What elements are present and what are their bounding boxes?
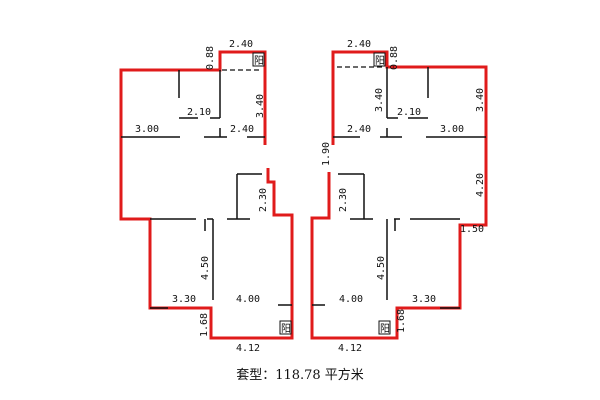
right-dim-4.00: 4.00 <box>339 294 363 305</box>
right-dim-1.50: 1.50 <box>460 224 484 235</box>
right-dim-0.88: 0.88 <box>389 46 400 70</box>
left-balcony-top-label: 阳 <box>254 55 264 67</box>
left-dim-4.50: 4.50 <box>200 256 211 280</box>
left-dim-3.00: 3.00 <box>135 124 159 135</box>
left-dim-2.40-top: 2.40 <box>229 39 253 50</box>
right-dim-4.20: 4.20 <box>475 173 486 197</box>
right-balcony-top-label: 阳 <box>375 55 385 67</box>
left-unit: 阳 阳 0.88 2.40 3.40 2.10 3.00 2.40 2.30 4… <box>119 39 294 354</box>
right-unit: 阳 阳 2.40 0.88 3.40 2.10 3.40 1.90 2.40 3… <box>310 39 488 354</box>
left-balcony-bottom-label: 阳 <box>281 323 291 335</box>
right-dim-2.40-mid: 2.40 <box>347 124 371 135</box>
right-interior-walls <box>312 67 486 309</box>
right-dim-3.40-left: 3.40 <box>374 88 385 112</box>
left-dim-2.30: 2.30 <box>258 188 269 212</box>
right-dim-3.40-right: 3.40 <box>475 88 486 112</box>
left-outline <box>119 50 294 340</box>
right-dim-4.50: 4.50 <box>376 256 387 280</box>
right-dim-1.90: 1.90 <box>321 142 332 166</box>
right-balcony-bottom-label: 阳 <box>380 323 390 335</box>
left-dim-4.12: 4.12 <box>236 343 260 354</box>
right-outline <box>310 50 488 340</box>
left-interior-walls <box>121 70 292 309</box>
right-dim-1.68: 1.68 <box>396 309 407 333</box>
right-dim-2.40-top: 2.40 <box>347 39 371 50</box>
left-dim-0.88: 0.88 <box>205 46 216 70</box>
right-dim-3.00: 3.00 <box>440 124 464 135</box>
left-dim-1.68: 1.68 <box>199 313 210 337</box>
right-dim-4.12: 4.12 <box>338 343 362 354</box>
left-dim-2.40-mid: 2.40 <box>230 124 254 135</box>
right-dim-2.30: 2.30 <box>338 188 349 212</box>
left-dim-3.30: 3.30 <box>172 294 196 305</box>
right-dim-2.10: 2.10 <box>397 107 421 118</box>
left-dim-2.10: 2.10 <box>187 107 211 118</box>
left-dim-3.40: 3.40 <box>255 94 266 118</box>
unit-area-caption: 套型：118.78 平方米 <box>236 368 364 383</box>
left-dim-4.00: 4.00 <box>236 294 260 305</box>
right-dim-3.30: 3.30 <box>412 294 436 305</box>
